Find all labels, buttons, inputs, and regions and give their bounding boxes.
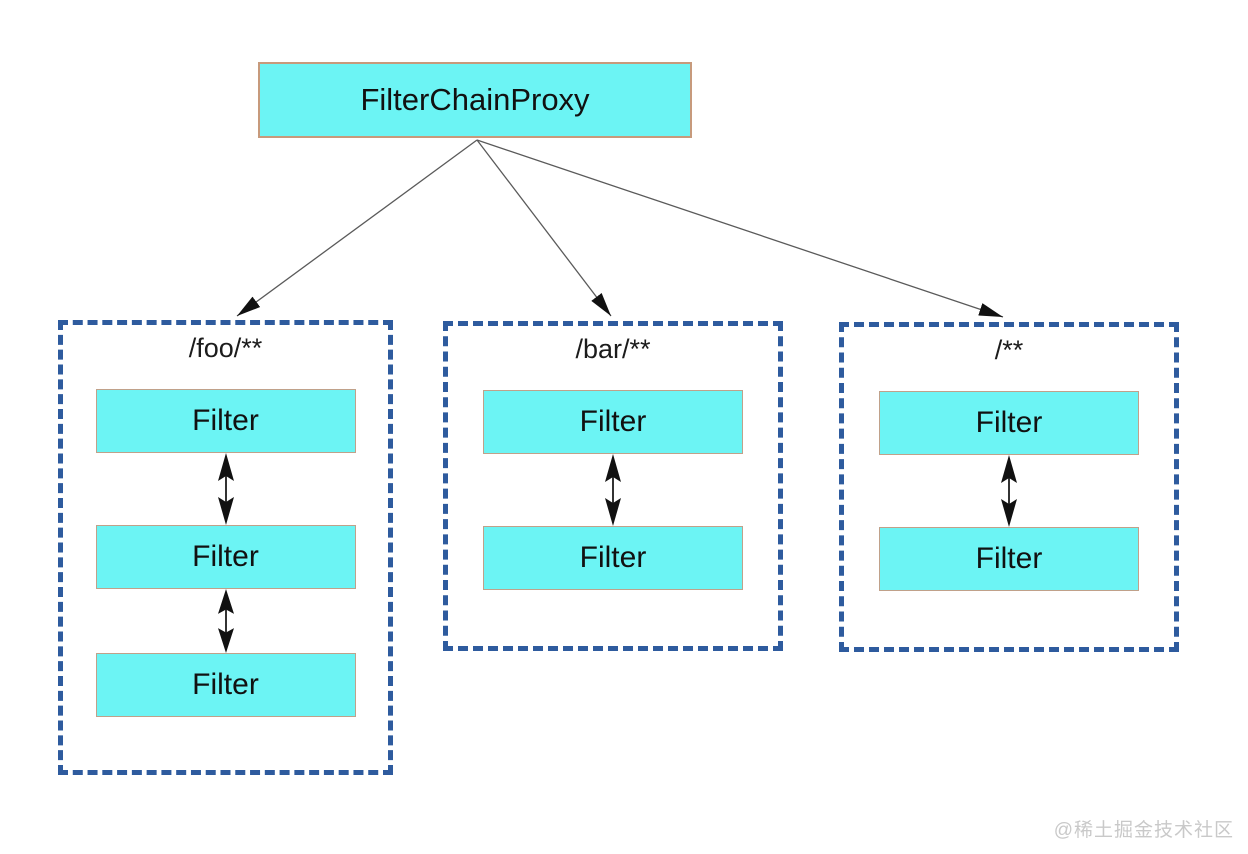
chain-all-filter-2: Filter: [879, 527, 1139, 591]
double-arrow-all-1: [1001, 455, 1017, 527]
watermark: @稀土掘金技术社区: [1053, 820, 1234, 841]
chain-foo-filter-1: Filter: [95, 389, 356, 453]
filter-chain-proxy-node: FilterChainProxy: [258, 62, 692, 138]
double-arrow-foo-2: [217, 589, 234, 653]
double-arrow-bar-1: [605, 454, 621, 526]
double-arrow-foo-1: [217, 453, 234, 525]
chain-bar-pattern: /bar/**: [575, 334, 651, 364]
chain-bar-filter-2: Filter: [483, 526, 743, 590]
filter-chain-proxy-label: FilterChainProxy: [360, 82, 590, 117]
chain-bar-filter-1: Filter: [483, 390, 743, 454]
arrow-root-to-bar: [476, 139, 612, 317]
arrow-root-to-foo: [236, 139, 478, 317]
chain-foo-filter-3: Filter: [95, 653, 356, 717]
chain-all-pattern: /**: [994, 335, 1024, 365]
chain-all: /** Filter Filter: [839, 322, 1179, 652]
chain-bar: /bar/** Filter Filter: [443, 321, 783, 651]
chain-foo-filter-2: Filter: [95, 525, 356, 589]
arrow-root-to-all: [476, 139, 1004, 318]
chain-all-filter-1: Filter: [879, 391, 1139, 455]
chain-foo-pattern: /foo/**: [188, 333, 263, 363]
chain-foo: /foo/** Filter Filter Filter: [58, 320, 393, 775]
